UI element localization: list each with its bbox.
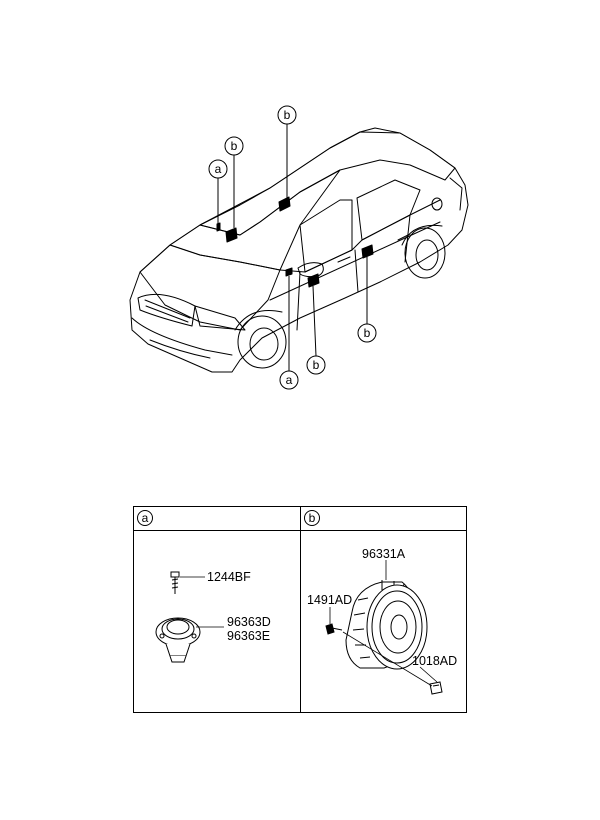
callout-label: a [286,373,293,387]
callout-b-dash: b [224,136,244,156]
callout-label: a [215,162,222,176]
callout-b-rear-door: b [357,323,377,343]
grommet-1491ad-icon [325,623,343,635]
callout-a-bottom: a [279,370,299,390]
part-96363e: 96363E [227,629,270,643]
part-1491ad: 1491AD [307,593,352,607]
parts-table [133,506,467,713]
header-b-label: b [309,511,316,525]
header-a: a [137,510,153,526]
callout-label: b [364,326,371,340]
part-1018ad: 1018AD [412,654,457,668]
car-illustration [129,127,469,373]
col-a-part-numbers: 1244BF 96363D 96363E [207,570,271,643]
table-headers: a b [137,510,320,526]
header-b: b [304,510,320,526]
car-leader-lines [217,124,368,371]
screw-1018ad-icon [429,681,443,695]
screw-1244bf-icon [170,571,180,594]
car-callouts: b b a a b b [208,105,377,390]
part-1244bf: 1244BF [207,570,251,584]
col-a-leader-lines [180,576,224,628]
tweeter-assembly [155,571,201,663]
tweeter-96363-icon [155,617,201,663]
speaker-96331a-icon [345,580,428,670]
col-b-leader-lines [329,560,438,687]
callout-label: b [284,108,291,122]
part-96331a: 96331A [362,547,406,561]
callout-label: b [231,139,238,153]
callout-b-front-door: b [306,355,326,375]
callout-label: b [313,358,320,372]
col-b-part-numbers: 96331A 1491AD 1018AD [307,547,457,668]
part-96363d: 96363D [227,615,271,629]
callout-b-roof: b [277,105,297,125]
callout-a-top: a [208,159,228,179]
door-speaker-assembly [325,580,443,695]
header-a-label: a [142,511,149,525]
